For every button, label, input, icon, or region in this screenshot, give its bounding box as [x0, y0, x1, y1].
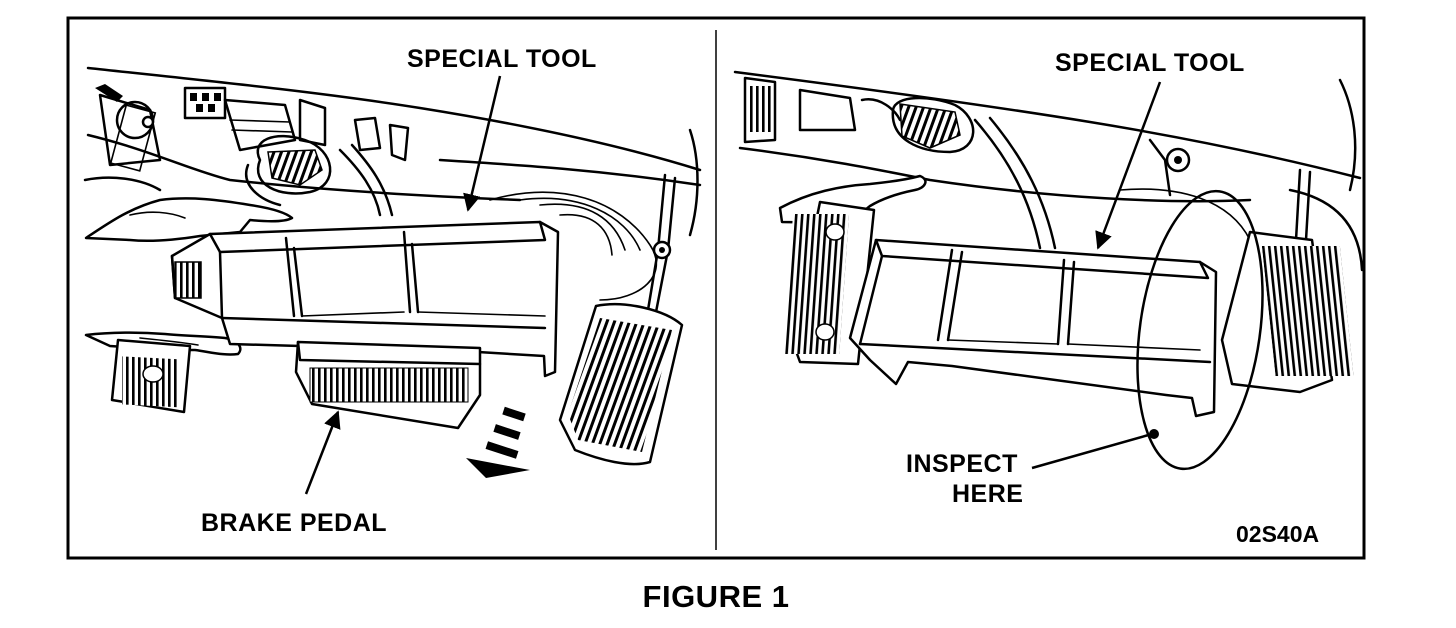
right-special-tool-label: SPECIAL TOOL [1055, 49, 1245, 77]
left-accelerator-pedal [558, 302, 684, 466]
inspect-label-line2: HERE [952, 480, 1023, 508]
brake-pedal-label: BRAKE PEDAL [201, 509, 387, 537]
inspect-here-leader [1031, 432, 1153, 470]
left-dash-underside [83, 66, 702, 314]
left-brake-pedal [294, 340, 482, 430]
right-brake-pedal [1220, 230, 1354, 394]
right-dash-underside [733, 70, 1364, 272]
right-special-tool-leader [1095, 81, 1162, 250]
left-special-tool-label: SPECIAL TOOL [407, 45, 597, 73]
left-panel: SPECIAL TOOL BRAKE PEDAL [83, 45, 702, 537]
figure-caption: FIGURE 1 [643, 579, 790, 614]
inspect-here-dot [1149, 429, 1159, 439]
inspect-label-line1: INSPECT [906, 450, 1018, 478]
left-special-tool-leader [463, 75, 502, 212]
left-downward-motion-arrow [466, 406, 530, 478]
left-hand-upper [84, 197, 294, 243]
right-special-tool [848, 238, 1218, 418]
figure-code: 02S40A [1236, 521, 1319, 547]
left-small-pedal [110, 338, 192, 414]
left-brake-pedal-leader [304, 410, 341, 495]
right-panel: SPECIAL TOOL INSPECT HERE 02S40A [733, 49, 1364, 547]
left-special-tool [170, 220, 560, 378]
inspect-area-circle [1136, 189, 1264, 471]
